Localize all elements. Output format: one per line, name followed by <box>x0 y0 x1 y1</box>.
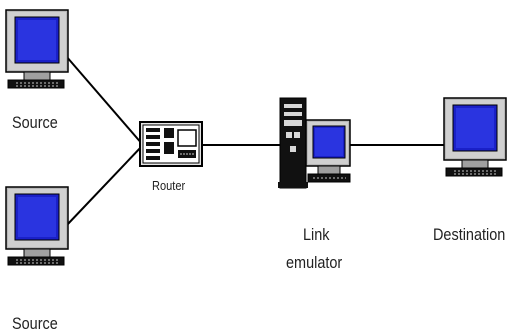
source-top-computer-icon <box>5 9 69 89</box>
link-emulator-tower-computer-icon <box>278 97 351 189</box>
destination-label: Destination <box>433 225 506 244</box>
connection-lines <box>65 55 448 227</box>
edge-source-top-router <box>65 55 144 146</box>
source-bottom-label: Source <box>12 314 58 333</box>
source-bottom-computer-icon <box>5 186 69 266</box>
link-emulator-label-line2: emulator <box>286 253 343 272</box>
destination-computer-icon <box>443 97 507 177</box>
router-icon <box>139 121 203 167</box>
edge-source-bottom-router <box>65 144 144 227</box>
router-label: Router <box>152 178 186 193</box>
link-emulator-label-line1: Link <box>303 225 330 244</box>
source-top-label: Source <box>12 113 58 132</box>
